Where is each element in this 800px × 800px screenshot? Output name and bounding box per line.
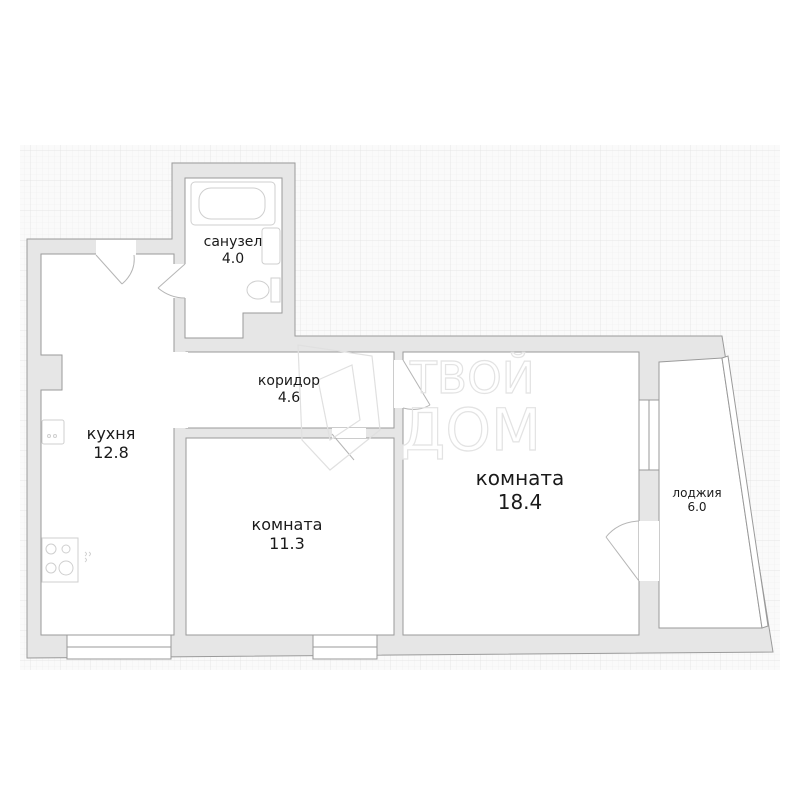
- watermark-line1: ТВОЙ: [409, 351, 535, 404]
- doors: [95, 240, 659, 582]
- label-room-large: комната 18.4: [476, 466, 565, 514]
- room-name: комната: [251, 515, 323, 534]
- room-name: кухня: [86, 424, 136, 443]
- windows: [66, 355, 769, 660]
- label-loggia: лоджия 6.0: [672, 486, 721, 515]
- room-area: 4.0: [221, 250, 245, 267]
- watermark-line2: ДОМ: [400, 396, 541, 464]
- room-large: [402, 351, 640, 636]
- label-corridor: коридор 4.6: [258, 373, 320, 407]
- label-bathroom: санузел 4.0: [204, 234, 263, 268]
- room-area: 6.0: [687, 500, 707, 515]
- kitchen-sink-icon: [41, 419, 65, 445]
- label-kitchen: кухня 12.8: [87, 424, 136, 462]
- room-area: 11.3: [269, 534, 305, 554]
- room-name: комната: [475, 466, 565, 490]
- room-area: 4.6: [277, 389, 301, 406]
- label-room-small: комната 11.3: [252, 515, 323, 553]
- fixtures: [41, 181, 281, 583]
- room-name: лоджия: [672, 486, 722, 500]
- opening-kitchen-corridor: [172, 352, 188, 428]
- sink-icon: [261, 227, 281, 265]
- room-small: [185, 437, 395, 636]
- room-area: 12.8: [93, 443, 129, 463]
- room-area: 18.4: [497, 490, 543, 514]
- room-name: коридор: [257, 373, 321, 389]
- toilet-icon: [246, 280, 270, 300]
- room-name: санузел: [203, 234, 263, 250]
- stove-icon: [41, 537, 79, 583]
- watermark-logo-icon: [297, 344, 381, 471]
- bathtub-icon: [190, 181, 276, 226]
